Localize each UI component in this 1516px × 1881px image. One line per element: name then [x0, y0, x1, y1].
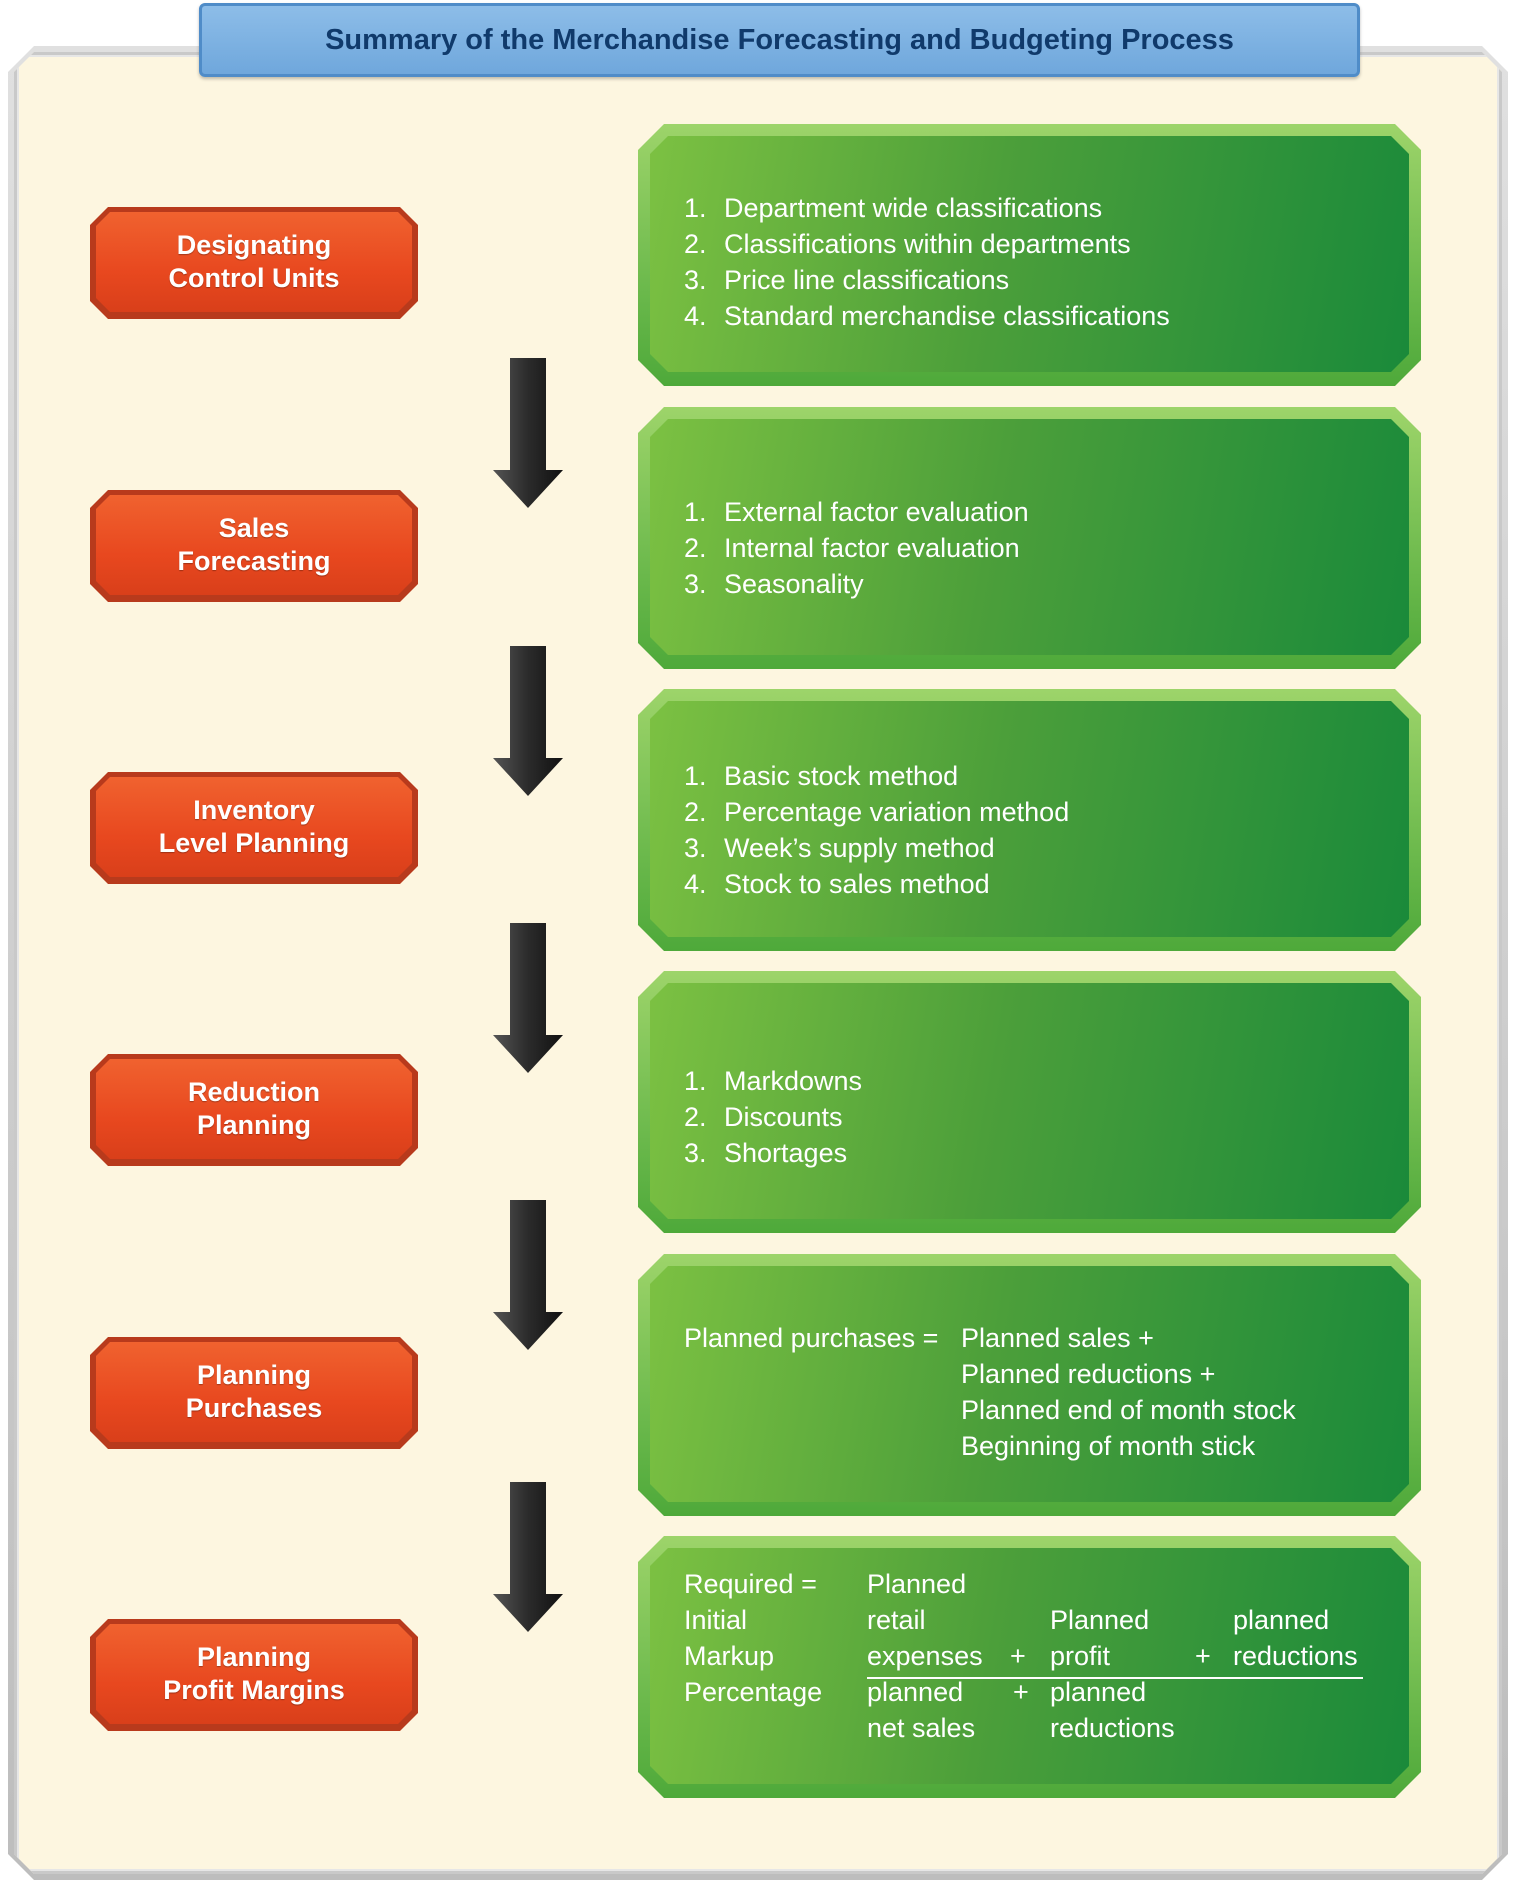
down-arrow-icon: [493, 646, 563, 796]
down-arrow-icon: [493, 1482, 563, 1632]
step-label-line2: Purchases: [185, 1393, 323, 1423]
plus-sign: +: [1010, 1641, 1026, 1671]
numerator-term: retail: [867, 1605, 926, 1635]
numerator-term: Planned: [1050, 1605, 1150, 1635]
detail-box-control-units: 1.Department wide classifications 2.Clas…: [638, 124, 1421, 386]
diagram-title-box: Summary of the Merchandise Forecasting a…: [199, 3, 1360, 77]
step-label-line1: Planning: [197, 1642, 311, 1672]
step-label-line2: Level Planning: [158, 828, 350, 858]
step-label-line1: Reduction: [188, 1077, 320, 1107]
formula-lhs: Initial: [684, 1605, 748, 1635]
detail-box-purchases: Planned purchases = Planned sales + Plan…: [638, 1254, 1421, 1516]
step-label-line2: Profit Margins: [163, 1675, 345, 1705]
list-item: 2.Classifications within departments: [684, 229, 1131, 259]
detail-list: 1.Department wide classifications 2.Clas…: [684, 190, 1170, 334]
formula-term: Beginning of month stick: [961, 1431, 1256, 1461]
fraction-bar: [867, 1677, 1363, 1679]
plus-sign: +: [1013, 1677, 1029, 1707]
list-item: 4.Standard merchandise classifications: [684, 301, 1170, 331]
detail-box-inventory: 1.Basic stock method 2.Percentage variat…: [638, 689, 1421, 951]
diagram-title: Summary of the Merchandise Forecasting a…: [325, 23, 1234, 56]
formula-lhs: Percentage: [684, 1677, 823, 1707]
numerator-term: profit: [1050, 1641, 1111, 1671]
detail-box-reduction: 1.Markdowns 2.Discounts 3.Shortages: [638, 971, 1421, 1233]
numerator-term: Planned: [867, 1569, 967, 1599]
list-item: 3.Seasonality: [684, 569, 864, 599]
detail-list: 1.Basic stock method 2.Percentage variat…: [684, 758, 1069, 902]
denominator-term: planned: [867, 1677, 964, 1707]
list-item: 2.Internal factor evaluation: [684, 533, 1020, 563]
denominator-term: reductions: [1050, 1713, 1175, 1743]
formula-lhs: Markup: [684, 1641, 775, 1671]
detail-list: 1.External factor evaluation 2.Internal …: [684, 494, 1029, 602]
step-label-line2: Planning: [197, 1110, 311, 1140]
step-label-line2: Forecasting: [177, 546, 331, 576]
detail-box-profit-margins: Required = Initial Markup Percentage Pla…: [638, 1536, 1421, 1798]
detail-list: 1.Markdowns 2.Discounts 3.Shortages: [684, 1063, 862, 1171]
step-label-line1: Sales: [218, 513, 290, 543]
purchases-formula: Planned purchases = Planned sales + Plan…: [650, 1266, 1409, 1502]
list-item: 1.Markdowns: [684, 1066, 863, 1096]
numerator-term: expenses: [867, 1641, 983, 1671]
formula-lhs: Planned purchases =: [684, 1323, 939, 1353]
list-item: 1.Basic stock method: [684, 761, 959, 791]
markup-formula: Required = Initial Markup Percentage Pla…: [650, 1548, 1409, 1784]
list-item: 1.External factor evaluation: [684, 497, 1029, 527]
list-item: 3.Shortages: [684, 1138, 848, 1168]
list-item: 4.Stock to sales method: [684, 869, 990, 899]
down-arrow-icon: [493, 1200, 563, 1350]
list-item: 3.Price line classifications: [684, 265, 1010, 295]
formula-lhs: Required =: [684, 1569, 817, 1599]
list-item: 2.Discounts: [684, 1102, 843, 1132]
step-label-line1: Designating: [176, 230, 332, 260]
step-label-line2: Control Units: [168, 263, 340, 293]
detail-box-sales-forecasting: 1.External factor evaluation 2.Internal …: [638, 407, 1421, 669]
formula-term: Planned sales +: [961, 1323, 1154, 1353]
down-arrow-icon: [493, 358, 563, 508]
list-item: 3.Week’s supply method: [684, 833, 995, 863]
down-arrow-icon: [493, 923, 563, 1073]
denominator-term: net sales: [867, 1713, 976, 1743]
plus-sign: +: [1195, 1641, 1211, 1671]
list-item: 2.Percentage variation method: [684, 797, 1070, 827]
list-item: 1.Department wide classifications: [684, 193, 1103, 223]
denominator-term: planned: [1050, 1677, 1147, 1707]
numerator-term: reductions: [1233, 1641, 1358, 1671]
formula-term: Planned end of month stock: [961, 1395, 1296, 1425]
formula-term: Planned reductions +: [961, 1359, 1216, 1389]
step-label-line1: Inventory: [193, 795, 315, 825]
numerator-term: planned: [1233, 1605, 1330, 1635]
step-label-line1: Planning: [197, 1360, 311, 1390]
